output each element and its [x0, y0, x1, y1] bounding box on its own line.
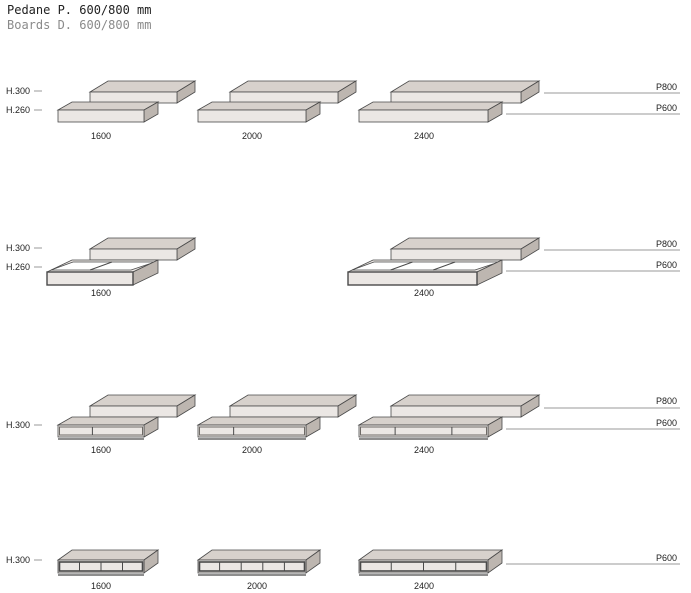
depth-label-p600: P600	[656, 103, 677, 113]
width-label-2400: 2400	[414, 288, 434, 298]
board-top-face	[56, 101, 160, 111]
width-label-2400: 2400	[414, 131, 434, 141]
board-front-face	[347, 271, 478, 286]
board-frame	[59, 426, 143, 436]
board-front-face	[358, 424, 489, 438]
depth-label-p800: P800	[656, 239, 677, 249]
board-front-face	[390, 248, 522, 261]
board-front-face	[57, 424, 145, 438]
board-upper-1600	[88, 237, 197, 261]
width-label-1600: 1600	[91, 131, 111, 141]
board-upper-2400	[389, 80, 541, 104]
board-front-face	[46, 271, 134, 286]
board-dark-2000	[196, 549, 322, 576]
board-divider	[390, 261, 413, 271]
board-upper-1600	[88, 394, 197, 418]
width-label-1600: 1600	[91, 288, 111, 298]
board-divider	[432, 261, 456, 271]
board-front-face	[197, 559, 307, 574]
board-lower-2000	[196, 101, 322, 123]
board-top-face	[228, 394, 358, 407]
height-label-h260: H.260	[6, 262, 30, 272]
height-label-h300: H.300	[6, 420, 30, 430]
board-upper-2400	[389, 394, 541, 418]
board-open-tray	[351, 261, 500, 271]
board-top-face	[357, 101, 504, 111]
board-frame	[198, 561, 306, 572]
board-lower-drawer-1600	[46, 259, 159, 286]
width-label-2000: 2000	[242, 445, 262, 455]
board-upper-2000	[228, 394, 358, 418]
depth-label-p800: P800	[656, 82, 677, 92]
board-top-face	[389, 237, 541, 250]
board-top-face	[56, 549, 160, 561]
board-upper-1600	[88, 80, 197, 104]
board-front-face	[390, 405, 522, 418]
width-label-2000: 2000	[242, 131, 262, 141]
diagram-subtitle: Boards D. 600/800 mm	[7, 18, 152, 32]
board-frame	[199, 426, 305, 436]
board-top-face	[196, 416, 322, 426]
board-front-face	[229, 405, 339, 418]
width-label-1600: 1600	[91, 445, 111, 455]
board-front-face	[358, 109, 489, 123]
board-top-face	[357, 416, 504, 426]
board-front-face	[197, 424, 307, 438]
board-lower-2400	[357, 101, 504, 123]
board-top-face	[196, 549, 322, 561]
board-front-face	[229, 91, 339, 104]
board-top-face	[196, 101, 322, 111]
board-front-face	[197, 109, 307, 123]
board-top-face	[389, 80, 541, 93]
board-dark-2400	[357, 549, 504, 576]
board-front-face	[57, 109, 145, 123]
width-label-1600: 1600	[91, 581, 111, 591]
board-top-face	[357, 549, 504, 561]
board-front-face	[89, 91, 178, 104]
height-label-h300: H.300	[6, 243, 30, 253]
depth-label-p600: P600	[656, 260, 677, 270]
board-frame	[360, 426, 487, 436]
diagram-title: Pedane P. 600/800 mm	[7, 3, 152, 17]
board-top-face	[56, 416, 160, 426]
board-upper-2400	[389, 237, 541, 261]
width-label-2400: 2400	[414, 581, 434, 591]
board-top-face	[389, 394, 541, 407]
depth-label-p600: P600	[656, 553, 677, 563]
board-top-face	[228, 80, 358, 93]
board-divider	[89, 261, 113, 271]
board-front-face	[89, 248, 178, 261]
width-label-2000: 2000	[247, 581, 267, 591]
width-label-2400: 2400	[414, 445, 434, 455]
board-lower-1600	[56, 101, 160, 123]
height-label-h260: H.260	[6, 105, 30, 115]
board-lower-framed-2400	[357, 416, 504, 440]
board-dark-1600	[56, 549, 160, 576]
depth-label-p600: P600	[656, 418, 677, 428]
board-front-face	[89, 405, 178, 418]
board-lower-framed-1600	[56, 416, 160, 440]
board-lower-drawer-2400	[347, 259, 503, 286]
board-front-face	[390, 91, 522, 104]
board-lower-framed-2000	[196, 416, 322, 440]
height-label-h300: H.300	[6, 86, 30, 96]
height-label-h300: H.300	[6, 555, 30, 565]
depth-label-p800: P800	[656, 396, 677, 406]
board-upper-2000	[228, 80, 358, 104]
